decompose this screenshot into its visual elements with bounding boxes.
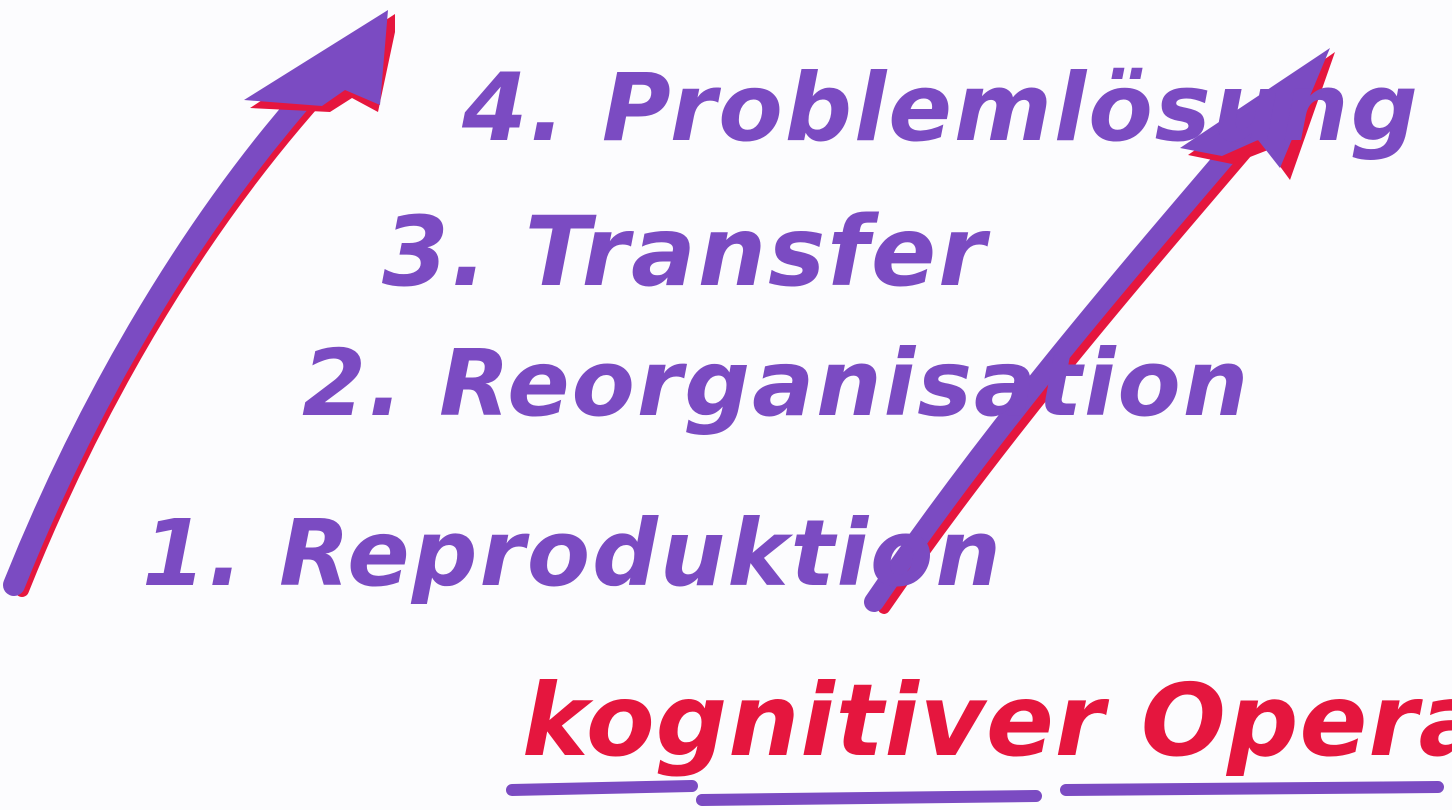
title-underline-left: [506, 780, 698, 796]
arrow-up-right-icon: [3, 10, 395, 597]
diagram-title: kognitiver Operationen: [522, 662, 1452, 779]
arrow-up-right-icon: [864, 48, 1335, 614]
title-underline-right: [1060, 781, 1444, 796]
stage-label-2: 2. Reorganisation: [302, 330, 1250, 437]
stage-label-4: 4. Problemlösung: [461, 54, 1420, 163]
title-underline-middle: [696, 790, 1042, 806]
stage-label-3: 3. Transfer: [382, 196, 991, 308]
stage-label-1: 1. Reproduktion: [142, 500, 1003, 607]
